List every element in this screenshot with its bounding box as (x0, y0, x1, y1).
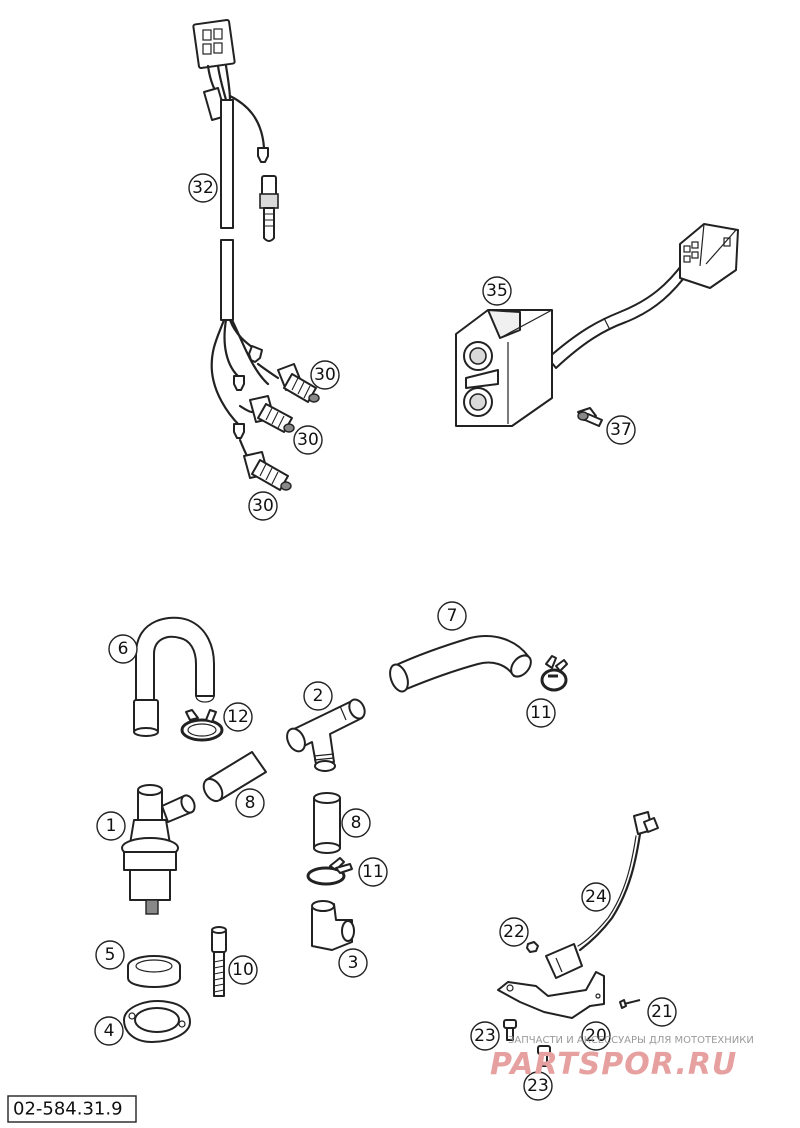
svg-text:8: 8 (351, 813, 362, 833)
callout-22[interactable]: 22 (499, 917, 529, 947)
part-30-sensor-lower[interactable] (238, 438, 292, 491)
part-12-hose-clamp[interactable] (180, 709, 224, 742)
part-8-hose-piece-right[interactable] (313, 792, 341, 854)
svg-text:12: 12 (227, 707, 249, 727)
callout-30-middle[interactable]: 30 (293, 425, 323, 455)
part-23-screw-upper[interactable] (503, 1019, 517, 1041)
part-30-sensor-upper[interactable] (256, 362, 320, 403)
callout-6[interactable]: 6 (108, 634, 138, 664)
svg-text:10: 10 (232, 960, 254, 980)
svg-text:1: 1 (106, 816, 117, 836)
callout-7[interactable]: 7 (437, 601, 467, 631)
part-1-valve-body[interactable] (121, 784, 197, 915)
part-24-switch-with-cable[interactable] (545, 811, 659, 979)
svg-text:35: 35 (486, 281, 508, 301)
svg-text:23: 23 (474, 1026, 496, 1046)
part-3-elbow-fitting[interactable] (311, 900, 355, 951)
svg-text:37: 37 (610, 420, 632, 440)
part-30-sensor-middle[interactable] (238, 395, 295, 433)
part-2-t-fitting[interactable] (284, 697, 368, 772)
part-7-elbow-hose[interactable] (387, 635, 535, 694)
callout-24[interactable]: 24 (581, 882, 611, 912)
svg-text:23: 23 (527, 1076, 549, 1096)
svg-text:3: 3 (348, 953, 359, 973)
callout-11-upper[interactable]: 11 (526, 698, 556, 728)
callout-1[interactable]: 1 (96, 811, 126, 841)
callout-32[interactable]: 32 (188, 173, 218, 203)
callout-35[interactable]: 35 (482, 276, 512, 306)
svg-text:4: 4 (104, 1021, 115, 1041)
callout-11-lower[interactable]: 11 (358, 857, 388, 887)
callout-5[interactable]: 5 (95, 940, 125, 970)
svg-text:7: 7 (447, 606, 458, 626)
svg-text:24: 24 (585, 887, 607, 907)
part-5-sealing-ring[interactable] (127, 955, 181, 988)
part-11-hose-clamp-upper[interactable] (540, 655, 568, 692)
part-20-bracket[interactable] (497, 971, 605, 1019)
callout-8-right[interactable]: 8 (341, 808, 371, 838)
svg-text:8: 8 (245, 793, 256, 813)
drawing-number-label: 02-584.31.9 (7, 1095, 137, 1123)
svg-text:20: 20 (585, 1026, 607, 1046)
svg-text:21: 21 (651, 1002, 673, 1022)
part-21-screw[interactable] (619, 999, 641, 1009)
svg-text:6: 6 (118, 639, 129, 659)
part-23-screw-lower[interactable] (537, 1045, 551, 1067)
callout-8-left[interactable]: 8 (235, 788, 265, 818)
svg-text:30: 30 (252, 496, 274, 516)
part-6-u-hose[interactable] (133, 616, 215, 737)
watermark-brand: PARTSPOR.RU (490, 1047, 737, 1082)
part-32-wiring-harness[interactable] (192, 18, 279, 439)
callout-30-top[interactable]: 30 (310, 360, 340, 390)
callout-30-bottom[interactable]: 30 (248, 491, 278, 521)
callout-2[interactable]: 2 (303, 681, 333, 711)
watermark: ЗАПЧАСТИ И АКСЕССУАРЫ ДЛЯ МОТОТЕХНИКИ PA… (490, 1035, 754, 1082)
part-10-screw-bolt[interactable] (211, 926, 227, 997)
svg-text:32: 32 (192, 178, 214, 198)
callout-23-lower[interactable]: 23 (523, 1071, 553, 1101)
callout-23-upper[interactable]: 23 (470, 1021, 500, 1051)
part-11-hose-clamp-lower[interactable] (306, 857, 353, 886)
callout-21[interactable]: 21 (647, 997, 677, 1027)
callout-4[interactable]: 4 (94, 1016, 124, 1046)
svg-text:30: 30 (314, 365, 336, 385)
part-35-control-unit[interactable] (455, 223, 739, 427)
svg-text:2: 2 (313, 686, 324, 706)
svg-text:22: 22 (503, 922, 525, 942)
part-4-gasket[interactable] (123, 1000, 191, 1043)
svg-text:11: 11 (530, 703, 552, 723)
callout-12[interactable]: 12 (223, 702, 253, 732)
svg-text:30: 30 (297, 430, 319, 450)
svg-text:11: 11 (362, 862, 384, 882)
callout-3[interactable]: 3 (338, 948, 368, 978)
drawing-number: 02-584.31.9 (13, 1099, 123, 1120)
part-8-hose-piece-left[interactable] (200, 751, 267, 804)
svg-text:5: 5 (105, 945, 116, 965)
watermark-tagline: ЗАПЧАСТИ И АКСЕССУАРЫ ДЛЯ МОТОТЕХНИКИ (508, 1035, 754, 1046)
part-22-nut[interactable] (526, 941, 539, 953)
callout-10[interactable]: 10 (228, 955, 258, 985)
part-37-screw[interactable] (577, 407, 603, 427)
callout-20[interactable]: 20 (581, 1021, 611, 1051)
callout-37[interactable]: 37 (606, 415, 636, 445)
